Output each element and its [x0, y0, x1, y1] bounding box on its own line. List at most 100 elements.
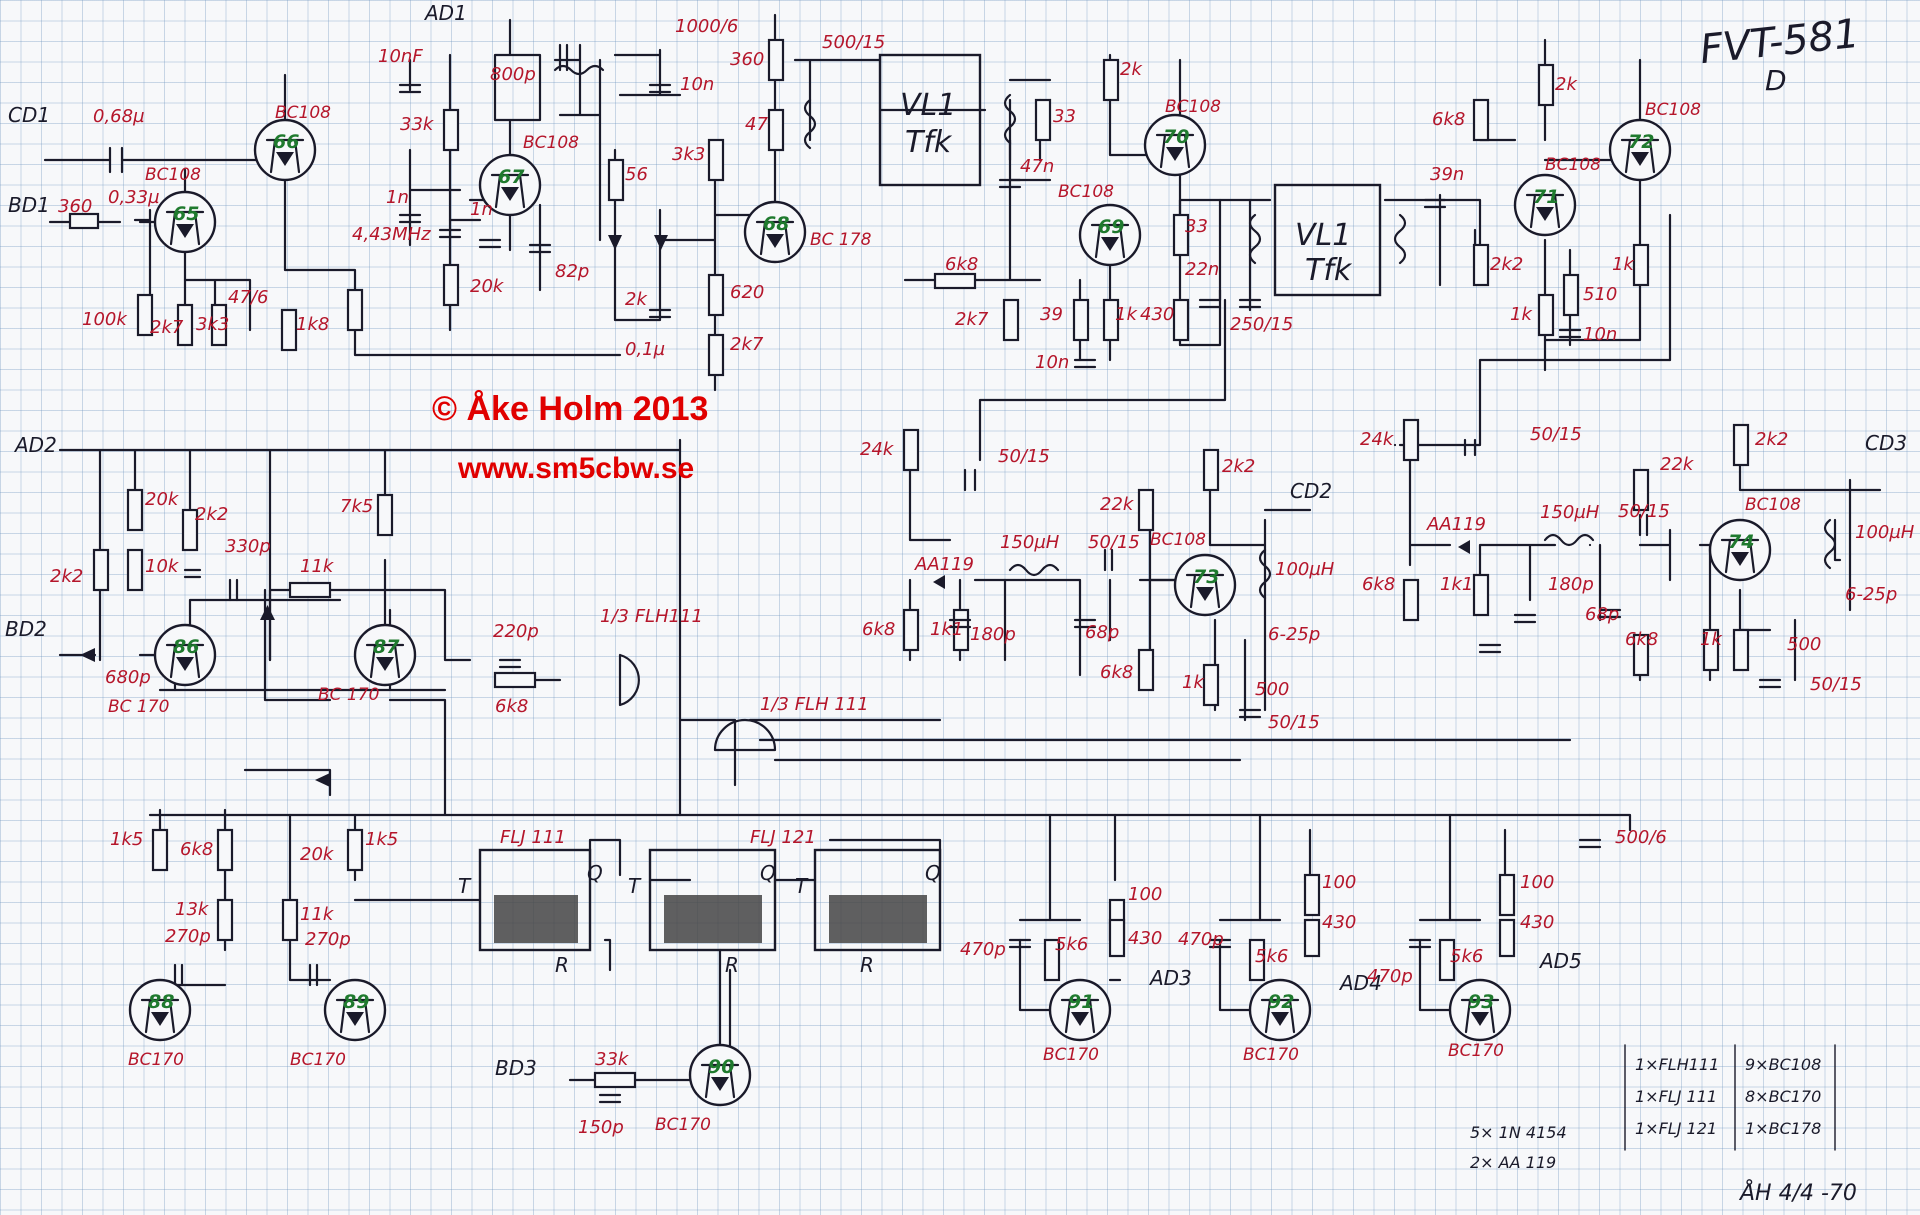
connector-bd3: BD3 [495, 1056, 537, 1080]
resistor [1108, 918, 1126, 958]
resistor [1632, 243, 1650, 287]
transistor-body [353, 623, 417, 687]
ic-label-gate2: 1/3 FLH 111 [760, 694, 869, 715]
transistor-body [743, 200, 807, 264]
value-label: 500 [1255, 679, 1289, 700]
resistor [1202, 663, 1220, 707]
transistor-emitter-arrow [1166, 147, 1184, 161]
pin-label: R [860, 953, 874, 977]
transistor-body [1248, 978, 1312, 1042]
transistor-emitter-arrow [501, 187, 519, 201]
resistor [1472, 98, 1490, 142]
transistor-body [1173, 553, 1237, 617]
connector-cd2: CD2 [1290, 479, 1332, 503]
bom-line: 2× AA 119 [1470, 1153, 1556, 1172]
ic-label-flj2: FLJ 121 [750, 827, 816, 848]
transistor-number: 91 [1068, 991, 1094, 1013]
transistor-body [153, 623, 217, 687]
transistor-number: 68 [763, 213, 789, 235]
transistor-body [153, 190, 217, 254]
transistor-body [1608, 118, 1672, 182]
block-sublabel: Tfk [1305, 253, 1353, 288]
resistors [68, 38, 1750, 1089]
transistor-emitter-arrow [1471, 1012, 1489, 1026]
transistor-number: 93 [1468, 991, 1494, 1013]
transistor-type: BC170 [128, 1050, 184, 1070]
transistor-leads [1155, 133, 1195, 169]
resistor [1248, 938, 1266, 982]
value-label: 39n [1430, 164, 1464, 185]
transistor-emitter-arrow [176, 657, 194, 671]
transistor-leads [1720, 538, 1760, 574]
value-label: 68p [1085, 622, 1119, 643]
transistor-type: BC 170 [318, 685, 379, 705]
pin-label: Q [587, 861, 603, 885]
transistor-body [1708, 518, 1772, 582]
value-label: 5k6 [1450, 946, 1483, 967]
value-label: 2k2 [1490, 254, 1523, 275]
transistor-type: BC 170 [108, 697, 169, 717]
resistor [1732, 628, 1750, 672]
value-label: 33 [1185, 216, 1208, 237]
resistor [1172, 298, 1190, 342]
value-label: 5k6 [1055, 934, 1088, 955]
value-label: 0,68µ [93, 106, 145, 127]
transistor-number: 72 [1628, 131, 1654, 153]
transistor-type: BC108 [1150, 530, 1206, 550]
value-label: 620 [730, 282, 764, 303]
transistor-number: 88 [148, 991, 174, 1013]
resistor [126, 548, 144, 592]
bom-line: 8×BC170 [1745, 1087, 1821, 1106]
value-label: 1k8 [296, 314, 329, 335]
value-label: 1k [1510, 304, 1533, 325]
connectors: CD1 BD1 AD1 CD2 CD3 AD2 BD2 BD3 AD3 AD4 … [5, 1, 1907, 1080]
value-label: 150µH [1000, 532, 1060, 553]
connector-ad3: AD3 [1148, 966, 1192, 990]
transistor-emitter-arrow [1631, 152, 1649, 166]
transistor-body [478, 153, 542, 217]
value-label: 39 [1040, 304, 1063, 325]
value-label: 2k2 [50, 566, 83, 587]
value-label: 180p [1548, 574, 1594, 595]
value-label: 47n [1020, 156, 1054, 177]
value-label: 150p [578, 1117, 624, 1138]
value-label: 2k7 [150, 317, 184, 338]
value-label: 82p [555, 261, 589, 282]
connector-ad5: AD5 [1538, 949, 1582, 973]
transistor-number: 74 [1728, 531, 1754, 553]
connector-bd2: BD2 [5, 617, 47, 641]
bom-line: 1×FLJ 111 [1635, 1087, 1717, 1106]
resistor [933, 272, 977, 290]
vl1-filter-a: VL1 Tfk [878, 53, 982, 187]
resistor [1303, 873, 1321, 917]
transistor-body [1078, 203, 1142, 267]
block-label: VL1 [1295, 218, 1351, 253]
transistor-number: 70 [1163, 126, 1189, 148]
value-label: 330p [225, 536, 271, 557]
value-label: 33k [595, 1049, 630, 1070]
value-label: 360 [58, 196, 92, 217]
value-label: 24k [860, 439, 895, 460]
resistor [176, 303, 194, 347]
transistor-body [323, 978, 387, 1042]
value-label: 500/6 [1615, 827, 1667, 848]
transistor-number: 69 [1098, 216, 1124, 238]
value-label: 20k [470, 276, 505, 297]
value-label: 680p [105, 667, 151, 688]
transistor-number: 67 [498, 166, 525, 188]
bom-line: 5× 1N 4154 [1470, 1123, 1567, 1142]
value-label: 510 [1583, 284, 1617, 305]
nand-gate-1 [618, 653, 640, 707]
value-label: 33 [1053, 106, 1076, 127]
bom-line: 1×BC178 [1745, 1119, 1821, 1138]
value-label: 800p [490, 64, 536, 85]
resistor [1472, 573, 1490, 617]
transistor-emitter-arrow [1536, 207, 1554, 221]
